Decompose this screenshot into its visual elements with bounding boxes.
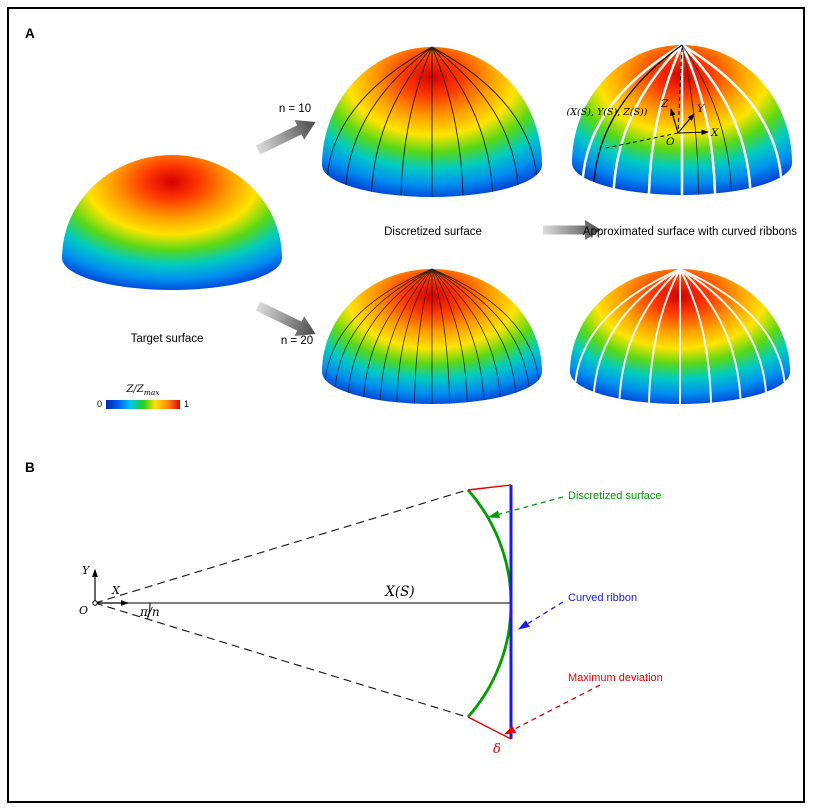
target-surface-caption: Target surface: [130, 333, 204, 345]
dome-approximated-n10: Z Y X O: [572, 43, 792, 195]
max-deviation-callout-arrow: [503, 684, 601, 735]
colorbar-max-tick: 1: [184, 399, 190, 409]
deviation-segment-bottom: [467, 716, 512, 740]
n10-label: n = 10: [278, 103, 312, 115]
colorbar-title-base: Z/Z: [126, 384, 144, 395]
meridian-lines: [327, 46, 537, 197]
n20-label: n = 20: [280, 335, 314, 347]
x-axis-label: X: [111, 584, 121, 597]
colorbar-gradient: [106, 399, 180, 409]
deviation-segment-top: [467, 484, 512, 491]
delta-label: δ: [493, 742, 501, 757]
sector-lower-dashed-line: [94, 602, 468, 718]
y-axis-arrow: [677, 113, 695, 134]
arrow-n20: [255, 301, 316, 337]
colorbar-scale: 0 1: [88, 399, 198, 409]
discretized-caption: Discretized surface: [384, 226, 482, 238]
colorbar-title-sub: max: [143, 388, 160, 397]
xs-label: X(S): [384, 584, 414, 600]
dome-surface: [62, 155, 282, 290]
arrow-to-approximated: [543, 220, 601, 240]
curved-ribbon-callout-label: Curved ribbon: [568, 592, 637, 604]
dashed-apex-line: [677, 47, 683, 134]
arrow-n10: [255, 119, 316, 155]
gradient-arrow: [255, 301, 316, 337]
ribbon-edges: [581, 43, 783, 195]
gradient-arrow: [255, 119, 316, 155]
approximated-caption: Approximated surface with curved ribbons: [582, 226, 798, 238]
panel-b-diagram: X(S) π/n Y X O δ Discretized surface Cur…: [79, 484, 663, 757]
discretized-callout-arrow: [487, 496, 564, 519]
colorbar-title: Z/Zmax: [88, 384, 198, 397]
highlighted-ribbon-curve: [593, 44, 683, 183]
dome-target-surface: [62, 155, 282, 290]
max-deviation-callout-label: Maximum deviation: [568, 672, 663, 684]
gradient-arrow: [543, 220, 601, 240]
curved-ribbon-callout-arrow: [517, 601, 564, 630]
y-axis-label: Y: [697, 103, 705, 115]
z-axis-label: Z: [660, 98, 669, 110]
ribbon-edges: [574, 268, 786, 404]
origin-label: O: [666, 136, 675, 148]
figure-border: [7, 7, 805, 803]
colorbar-min-tick: 0: [96, 399, 102, 409]
angle-arc: [147, 602, 151, 620]
origin-label: O: [79, 604, 88, 617]
discretized-callout-label: Discretized surface: [568, 490, 662, 502]
ribbon-coordinates-note: (X(S), Y(S), Z(S)): [566, 107, 648, 118]
origin-point: [92, 600, 98, 606]
y-axis-label: Y: [82, 564, 91, 577]
x-axis-arrow: [677, 129, 710, 135]
x-axis-label: X: [710, 127, 719, 139]
panel-a-label: A: [25, 26, 35, 41]
z-axis-arrow: [670, 107, 679, 134]
dome-discretized-n20: [322, 268, 542, 404]
coordinate-annotation: Z Y X O: [605, 47, 719, 149]
dome-approximated-n20: [570, 268, 790, 404]
dashed-point-line: [605, 132, 679, 149]
colorbar: Z/Zmax 0 1: [88, 384, 198, 409]
angle-label: π/n: [139, 605, 160, 619]
panel-b-label: B: [25, 460, 35, 475]
dome-discretized-n10: [322, 46, 542, 197]
meridian-lines: [324, 268, 540, 404]
